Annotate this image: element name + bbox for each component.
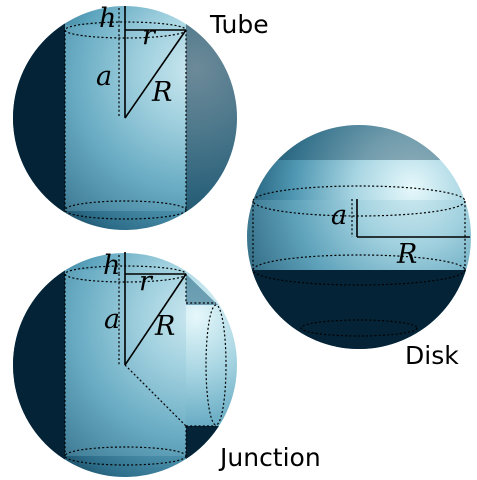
- junction-left-dark-region: [13, 253, 65, 477]
- disk-label-a: a: [331, 200, 347, 231]
- junction-label-a: a: [104, 304, 120, 335]
- tube-label-h: h: [99, 3, 116, 34]
- tube-left-dark-region: [13, 6, 65, 230]
- junction-label-r: r: [139, 266, 154, 297]
- tube-label-r: r: [142, 20, 157, 51]
- junction-sphere: h r a R: [13, 250, 237, 477]
- disk-caption: Disk: [405, 341, 459, 370]
- disk-sphere: a R: [247, 125, 471, 349]
- junction-R-line: [124, 273, 187, 366]
- tube-R-line: [124, 29, 187, 119]
- junction-caption: Junction: [218, 443, 321, 472]
- disk-cap-ellipse: [300, 319, 418, 337]
- tube-caption: Tube: [209, 10, 269, 39]
- junction-label-h: h: [103, 250, 120, 281]
- junction-side-ellipse: [205, 304, 227, 426]
- tube-bottom-ellipse: [64, 200, 187, 220]
- tube-sphere: h r a R: [13, 3, 237, 230]
- tube-label-a: a: [96, 61, 112, 92]
- disk-upper-shade: [247, 125, 471, 160]
- junction-corner-shade: [186, 274, 218, 305]
- junction-diagonal-seam: [124, 364, 187, 427]
- disk-label-R: R: [396, 239, 417, 270]
- junction-label-R: R: [154, 311, 175, 342]
- tube-label-R: R: [151, 77, 172, 108]
